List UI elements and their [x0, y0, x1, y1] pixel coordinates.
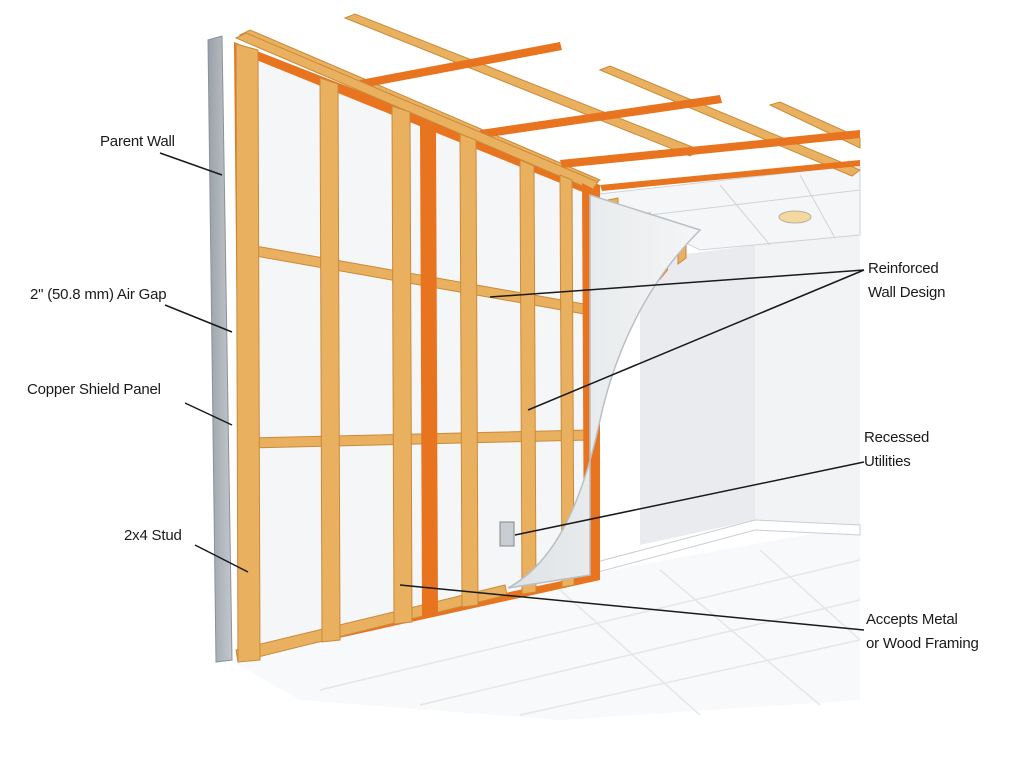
label-reinforced-wall-design: Reinforced Wall Design	[868, 257, 945, 305]
label-text: 2" (50.8 mm) Air Gap	[30, 286, 167, 303]
label-text-line2: Wall Design	[868, 284, 946, 301]
label-accepts-framing: Accepts Metal or Wood Framing	[866, 608, 979, 656]
insulation-panels	[244, 55, 590, 648]
wall-studs	[235, 43, 594, 663]
label-text: Copper Shield Panel	[27, 381, 161, 398]
room-side-wall	[640, 245, 755, 545]
label-text-line1: Reinforced	[868, 260, 939, 277]
floor-grid	[319, 549, 861, 716]
label-stud: 2x4 Stud	[124, 524, 182, 548]
label-air-gap: 2" (50.8 mm) Air Gap	[30, 283, 167, 307]
curling-drywall	[507, 193, 702, 589]
label-text: Parent Wall	[100, 133, 175, 150]
label-text: 2x4 Stud	[124, 527, 182, 544]
electrical-box	[499, 521, 515, 547]
parent-wall	[207, 35, 233, 663]
room-back-wall	[755, 235, 860, 525]
label-text-line2: or Wood Framing	[866, 635, 979, 652]
recessed-light	[778, 210, 812, 224]
label-text-line1: Recessed	[864, 429, 930, 446]
label-parent-wall: Parent Wall	[100, 130, 175, 154]
floor	[230, 525, 860, 720]
label-recessed-utilities: Recessed Utilities	[864, 426, 929, 474]
label-copper-shield-panel: Copper Shield Panel	[27, 378, 161, 402]
label-text-line2: Utilities	[864, 453, 911, 470]
leader-lines	[159, 152, 865, 631]
label-text-line1: Accepts Metal	[866, 611, 958, 628]
